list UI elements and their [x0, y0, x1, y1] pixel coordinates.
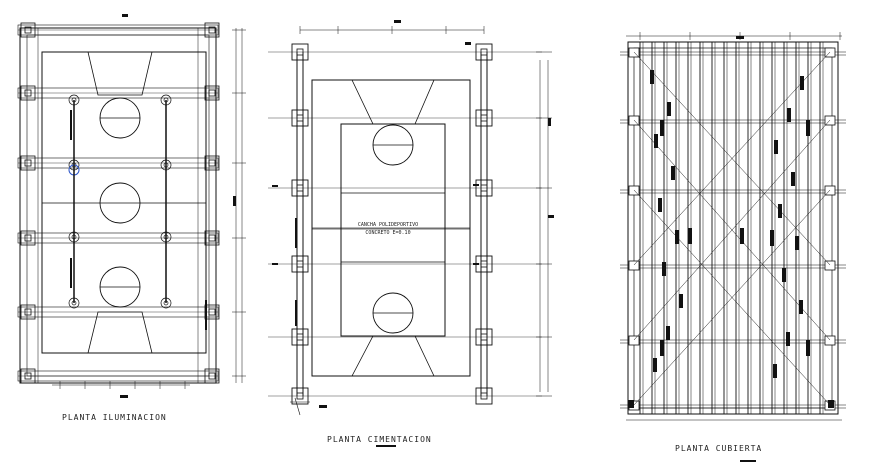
plan-cimentacion: CANCHA POLIDEPORTIVO CONCRETO E=0.10 — [268, 20, 554, 447]
plan-cubierta — [620, 32, 846, 462]
caption-planta-cimentacion: PLANTA CIMENTACION — [327, 435, 432, 444]
caption-planta-cubierta: PLANTA CUBIERTA — [675, 444, 763, 453]
plan-iluminacion — [17, 14, 246, 398]
court-label-1: CANCHA POLIDEPORTIVO — [358, 222, 418, 228]
court-label-2: CONCRETO E=0.10 — [365, 230, 410, 236]
caption-planta-iluminacion: PLANTA ILUMINACION — [62, 413, 167, 422]
